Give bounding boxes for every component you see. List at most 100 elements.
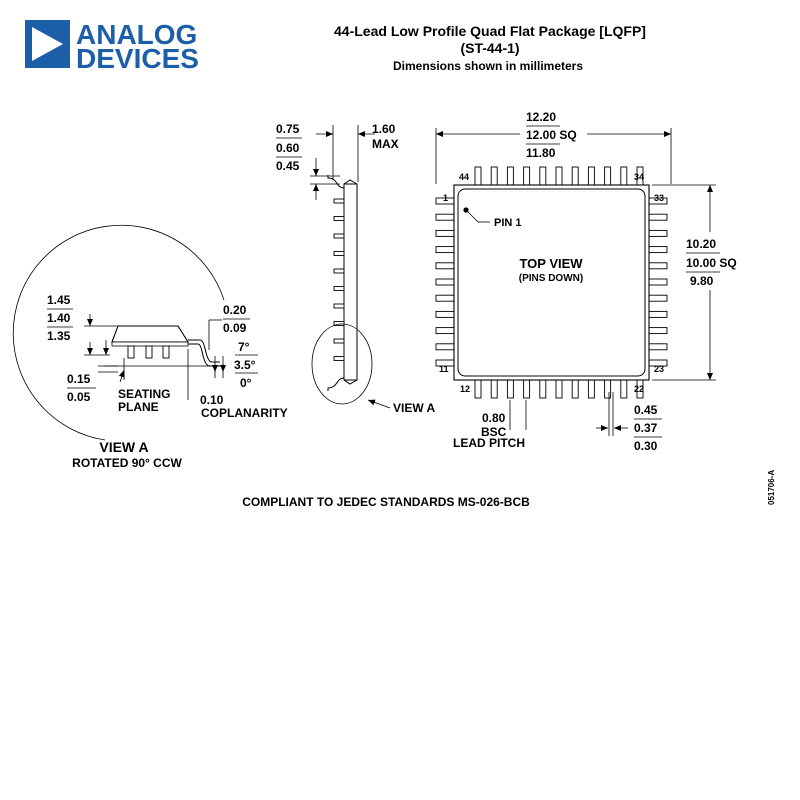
pin-number-11: 11: [439, 364, 449, 374]
left-lead: [435, 229, 455, 237]
bottom-lead: [571, 379, 579, 399]
bottom-lead: [539, 379, 547, 399]
package-body-inner: [457, 188, 646, 377]
package-code: (ST-44-1): [460, 40, 519, 56]
side-lead: [333, 198, 345, 204]
left-lead: [435, 262, 455, 270]
view-a-callout-label: VIEW A: [393, 401, 436, 415]
bottom-lead: [587, 379, 595, 399]
top-lead: [620, 166, 628, 186]
top-lead: [490, 166, 498, 186]
right-lead: [648, 294, 668, 302]
height-value: 1.60: [372, 122, 396, 136]
left-lead: [435, 278, 455, 286]
bottom-lead: [506, 379, 514, 399]
bottom-lead: [490, 379, 498, 399]
lead-length-min: 0.45: [276, 159, 300, 173]
outer-dim-min: 11.80: [526, 146, 556, 160]
va-thick-max: 0.20: [223, 303, 247, 317]
right-lead: [648, 278, 668, 286]
top-lead: [539, 166, 547, 186]
pin-number-1: 1: [443, 193, 448, 203]
coplanarity-label: COPLANARITY: [201, 406, 288, 420]
pin1-dot-icon: [463, 207, 469, 213]
pin-number-44: 44: [459, 172, 469, 182]
pin1-label: PIN 1: [494, 217, 522, 229]
top-lead: [604, 166, 612, 186]
side-lead: [333, 303, 345, 309]
view-a-detail: 1.45 1.40 1.35 0.20 0.09 7°: [12, 224, 288, 470]
drawing-title: 44-Lead Low Profile Quad Flat Package [L…: [334, 23, 646, 39]
top-lead: [571, 166, 579, 186]
top-view-leads: [435, 166, 668, 399]
va-angle-max: 7°: [238, 340, 250, 354]
jedec-compliance: COMPLIANT TO JEDEC STANDARDS MS-026-BCB: [242, 495, 530, 509]
seating-label: SEATING: [118, 387, 170, 401]
side-leads: [333, 198, 345, 361]
side-lead: [333, 251, 345, 256]
left-lead: [435, 213, 455, 221]
top-view-subtitle: (PINS DOWN): [519, 273, 583, 284]
top-lead: [523, 166, 531, 186]
va-thick-min: 0.09: [223, 321, 247, 335]
side-lead: [333, 216, 345, 221]
top-lead: [555, 166, 563, 186]
side-lead: [333, 233, 345, 239]
lead-width-min: 0.30: [634, 439, 658, 453]
bottom-lead: [474, 379, 482, 399]
side-lead: [333, 338, 345, 344]
pitch-bsc: BSC: [481, 425, 507, 439]
lead-width-nom: 0.37: [634, 421, 658, 435]
top-lead: [506, 166, 514, 186]
body-dim-min: 9.80: [690, 274, 714, 288]
pin-number-12: 12: [460, 384, 470, 394]
side-view: 0.75 0.60 0.45 1.60 MAX VIEW A: [276, 122, 436, 415]
va-height-max: 1.45: [47, 293, 71, 307]
seating-plane-label: PLANE: [118, 400, 159, 414]
right-lead: [648, 327, 668, 335]
left-lead: [435, 310, 455, 318]
bottom-lead: [620, 379, 628, 399]
side-lead: [333, 286, 345, 291]
lead-width-max: 0.45: [634, 403, 658, 417]
view-a-title: VIEW A: [99, 439, 148, 455]
drawing-id: 051706-A: [767, 470, 776, 505]
side-lead: [333, 268, 345, 274]
right-lead: [648, 229, 668, 237]
logo-line1: ANALOG: [76, 19, 197, 50]
view-a-circle: [12, 224, 225, 441]
top-lead: [587, 166, 595, 186]
pitch-label: LEAD PITCH: [453, 436, 525, 450]
left-lead: [435, 327, 455, 335]
top-lead: [474, 166, 482, 186]
right-lead: [648, 246, 668, 254]
va-standoff-min: 0.05: [67, 390, 91, 404]
va-height-min: 1.35: [47, 329, 71, 343]
bottom-lead: [604, 379, 612, 399]
body-dim-max: 10.20: [686, 237, 716, 251]
outer-dim-nom: 12.00 SQ: [526, 128, 577, 142]
view-a-callout-circle: [311, 323, 373, 405]
outer-dim-max: 12.20: [526, 110, 556, 124]
side-lead: [333, 321, 345, 326]
left-lead: [435, 294, 455, 302]
lead-length-nom: 0.60: [276, 141, 300, 155]
analog-devices-logo: ANALOG DEVICES: [25, 19, 199, 74]
right-lead: [648, 262, 668, 270]
top-view-title: TOP VIEW: [519, 256, 583, 271]
right-lead: [648, 213, 668, 221]
left-lead: [435, 246, 455, 254]
bottom-lead: [555, 379, 563, 399]
left-lead: [435, 343, 455, 351]
va-standoff-max: 0.15: [67, 372, 91, 386]
logo-line2: DEVICES: [76, 43, 199, 74]
va-angle-min: 0°: [240, 376, 252, 390]
view-a-subtitle: ROTATED 90° CCW: [72, 456, 182, 470]
bottom-lead: [523, 379, 531, 399]
pin-number-22: 22: [634, 384, 644, 394]
va-height-nom: 1.40: [47, 311, 71, 325]
pin-number-33: 33: [654, 193, 664, 203]
logo-triangle-icon: [32, 27, 63, 61]
pin-number-23: 23: [654, 364, 664, 374]
